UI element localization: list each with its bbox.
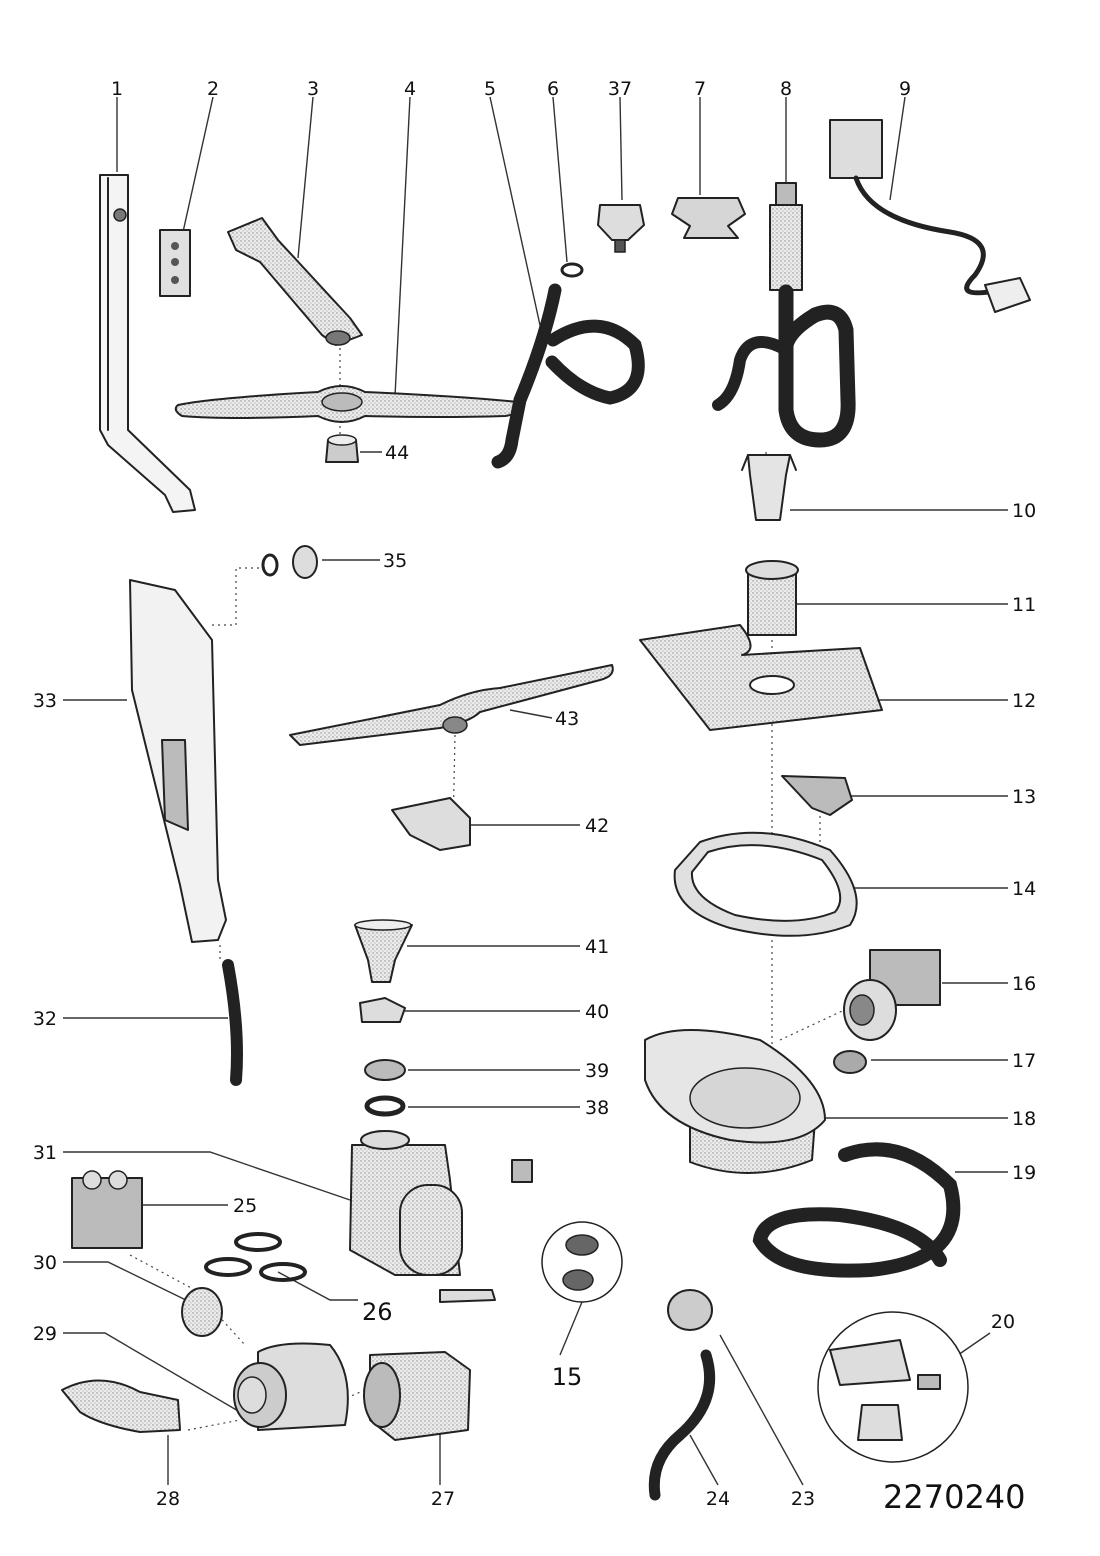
callout-10: 10 <box>1012 500 1036 522</box>
callout-27: 27 <box>431 1488 455 1510</box>
salt-container-part <box>349 1130 496 1303</box>
elbow-hose-part <box>61 1379 181 1433</box>
callout-1: 1 <box>111 78 123 100</box>
side-panel-part <box>129 579 227 943</box>
sump-gasket-part <box>673 831 858 937</box>
drain-pump-motor-part <box>363 1351 471 1441</box>
callout-5: 5 <box>484 78 496 100</box>
callout-13: 13 <box>1012 786 1036 808</box>
hose-clamp-part <box>671 197 746 239</box>
pump-housing-part <box>233 1342 349 1431</box>
callout-41: 41 <box>585 936 609 958</box>
callout-16: 16 <box>1012 973 1036 995</box>
spray-arm-support-part <box>391 797 471 851</box>
callout-31: 31 <box>33 1142 57 1164</box>
callout-25: 25 <box>233 1195 257 1217</box>
threaded-nut-part <box>364 1059 406 1081</box>
drain-hose-part <box>712 182 856 448</box>
inlet-valve-part <box>71 1170 143 1249</box>
sump-drain-hose-part <box>752 1142 961 1278</box>
callout-40: 40 <box>585 1001 609 1023</box>
upper-spray-arm-part <box>289 664 614 746</box>
callout-30: 30 <box>33 1252 57 1274</box>
callout-29: 29 <box>33 1323 57 1345</box>
drawing-number: 2270240 <box>883 1478 1026 1516</box>
callout-3: 3 <box>307 78 319 100</box>
callout-23: 23 <box>791 1488 815 1510</box>
callout-43: 43 <box>555 708 579 730</box>
inlet-hose-part <box>491 283 645 469</box>
seal-rings-part <box>204 1232 307 1282</box>
small-connector-part <box>511 1159 533 1183</box>
callout-28: 28 <box>156 1488 180 1510</box>
callout-2: 2 <box>207 78 219 100</box>
callout-39: 39 <box>585 1060 609 1082</box>
callout-35: 35 <box>383 550 407 572</box>
non-return-valve-part <box>833 1050 867 1074</box>
bearing-rings-part <box>261 545 318 579</box>
callout-7: 7 <box>694 78 706 100</box>
callout-38: 38 <box>585 1097 609 1119</box>
callout-6: 6 <box>547 78 559 100</box>
callout-20: 20 <box>991 1311 1015 1333</box>
callout-44: 44 <box>385 442 409 464</box>
callout-24: 24 <box>706 1488 730 1510</box>
callout-33: 33 <box>33 690 57 712</box>
seal-kit-detail-part <box>541 1221 623 1303</box>
microswitch-detail-part <box>817 1311 969 1463</box>
pressure-sensor-part <box>597 204 645 253</box>
callout-32: 32 <box>33 1008 57 1030</box>
flat-filter-plate-part <box>639 624 883 731</box>
callout-37: 37 <box>608 78 632 100</box>
leader-lines <box>63 96 1008 1486</box>
callout-11: 11 <box>1012 594 1036 616</box>
callout-26: 26 <box>362 1298 393 1326</box>
callout-15: 15 <box>552 1363 583 1391</box>
dispenser-cap-part <box>359 997 406 1023</box>
flexible-tube-part <box>648 1349 716 1501</box>
spray-arm-nut-part <box>325 434 359 463</box>
washer-part <box>364 1095 406 1117</box>
coarse-filter-part <box>745 560 799 636</box>
callout-17: 17 <box>1012 1050 1036 1072</box>
filter-ring-part <box>181 1287 223 1337</box>
callout-labels: 1 2 3 4 5 6 37 7 8 9 44 10 35 11 33 12 4… <box>33 78 1036 1510</box>
micro-filter-part <box>741 454 797 521</box>
callout-8: 8 <box>780 78 792 100</box>
sump-housing-part <box>644 1029 826 1174</box>
lower-spray-arm-part <box>174 385 520 423</box>
clip-bracket-part <box>159 229 191 297</box>
spray-arm-conduit-part <box>227 217 363 346</box>
callout-19: 19 <box>1012 1162 1036 1184</box>
callout-4: 4 <box>404 78 416 100</box>
sump-bracket-part <box>781 775 853 816</box>
power-cord-part <box>829 119 1031 313</box>
callout-9: 9 <box>899 78 911 100</box>
circulation-pump-part <box>843 949 941 1041</box>
callout-12: 12 <box>1012 690 1036 712</box>
side-rail-part <box>99 174 196 513</box>
callout-18: 18 <box>1012 1108 1036 1130</box>
callout-14: 14 <box>1012 878 1036 900</box>
callout-42: 42 <box>585 815 609 837</box>
connecting-tube-part <box>222 959 243 1086</box>
seal-ring-part <box>560 262 584 278</box>
funnel-part <box>354 919 413 983</box>
rubber-cap-part <box>667 1289 713 1331</box>
